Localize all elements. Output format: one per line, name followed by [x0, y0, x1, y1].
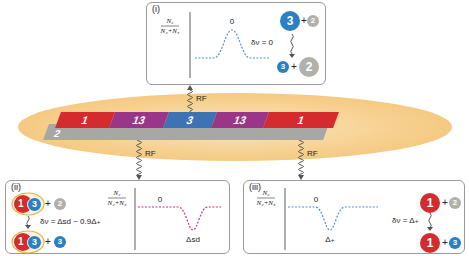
- axis-fraction: N₂+N₃: [108, 200, 127, 207]
- plus-sign: +: [442, 198, 448, 208]
- sample-cloud: [18, 93, 452, 161]
- state-number: 1: [296, 115, 306, 126]
- axis-fraction: N₂+N₃: [257, 200, 276, 207]
- state-number: 1: [427, 197, 434, 209]
- particle-circle: 1: [420, 233, 440, 253]
- state-number: 3: [58, 238, 62, 246]
- state-number: 13: [232, 115, 248, 126]
- plot-axis: [285, 188, 286, 250]
- fraction-bar: [257, 198, 275, 199]
- axis-value: Δ₊: [325, 236, 335, 244]
- axis-value: 0: [158, 196, 162, 204]
- state-number: 13: [131, 115, 147, 126]
- axis-value: 0: [314, 196, 318, 204]
- particle-circle: 3: [280, 11, 300, 31]
- panel-tag: (i): [152, 5, 160, 14]
- axis-fraction: N₂: [262, 190, 269, 197]
- process-panel: (i) δν = 0 3 2 3 2: [146, 2, 326, 85]
- state-number: 2: [453, 199, 457, 207]
- detuning-text: δν = 0: [251, 39, 273, 47]
- state-number: 1: [427, 237, 434, 249]
- spin-segment: 1: [55, 112, 115, 128]
- state-number: 2: [58, 200, 62, 208]
- particle-circle: 13: [14, 195, 32, 213]
- plus-sign: +: [442, 238, 448, 248]
- pair-ring: [12, 193, 44, 215]
- particle-circle: 13: [14, 233, 32, 251]
- arrow-head: [25, 225, 31, 229]
- state-number: 1: [18, 199, 24, 209]
- edge-label: RF: [196, 95, 207, 103]
- axis-fraction: N₂+N₃: [161, 28, 180, 35]
- particle-circle: 3: [449, 237, 461, 249]
- axis-fraction: N₂: [113, 190, 120, 197]
- detuning-text: δν = Δ₊: [392, 217, 419, 225]
- detuning-text: δν = Δsd ~ 0.9Δ₊: [40, 218, 101, 226]
- plus-sign: +: [301, 16, 307, 26]
- spectrum-curve: [138, 207, 222, 230]
- plus-sign: +: [45, 237, 51, 247]
- transition-arrow: [27, 216, 30, 226]
- process-panel: (iii) δν = Δ₊ 1 2 1 3: [243, 180, 465, 254]
- state-number: 1: [80, 115, 90, 126]
- fraction-bar: [161, 26, 179, 27]
- rf-connector: [187, 85, 193, 112]
- state-number: 3: [281, 63, 285, 71]
- state-number: 3: [453, 239, 457, 247]
- state-number: 2: [306, 61, 313, 73]
- spin-segment: 13: [211, 112, 269, 128]
- particle-circle: 1: [420, 193, 440, 213]
- arrow-head: [427, 227, 433, 231]
- state-number: 3: [32, 238, 37, 247]
- panel-tag: (ii): [11, 183, 21, 192]
- particle-circle: 2: [449, 197, 461, 209]
- axis-value: Δsd: [186, 236, 200, 244]
- pair-ring: [12, 231, 44, 253]
- state-number: 3: [185, 115, 195, 126]
- rf-wave: [188, 89, 193, 112]
- transition-arrow: [291, 34, 294, 55]
- spin-segment: 1: [263, 112, 339, 128]
- panel-tag: (iii): [249, 183, 261, 192]
- arrow-head: [187, 85, 193, 90]
- plot-axis: [135, 188, 136, 250]
- particle-circle: 2: [307, 15, 319, 27]
- spin-segment: 3: [163, 112, 217, 128]
- layer-number: 2: [52, 129, 61, 139]
- state-number: 1: [18, 237, 24, 247]
- particle-circle: 3: [54, 236, 66, 248]
- edge-label: RF: [145, 150, 156, 158]
- arrow-head: [289, 54, 295, 58]
- state-number: 3: [32, 200, 37, 209]
- spin-segment: 13: [109, 112, 169, 128]
- particle-circle: 3: [27, 235, 42, 250]
- particle-circle: 2: [54, 198, 66, 210]
- particle-circle: 3: [27, 197, 42, 212]
- axis-fraction: N₂: [166, 18, 173, 25]
- axis-value: 0: [230, 18, 234, 26]
- state-number: 2: [311, 17, 315, 25]
- plot-axis: [190, 12, 191, 78]
- plus-sign: +: [291, 62, 297, 72]
- plus-sign: +: [45, 199, 51, 209]
- transition-arrow: [429, 213, 432, 228]
- fraction-bar: [108, 198, 126, 199]
- spectrum-curve: [288, 207, 378, 230]
- state-number: 3: [287, 15, 294, 27]
- particle-circle: 2: [299, 57, 319, 77]
- edge-label: RF: [307, 150, 318, 158]
- particle-circle: 3: [277, 61, 289, 73]
